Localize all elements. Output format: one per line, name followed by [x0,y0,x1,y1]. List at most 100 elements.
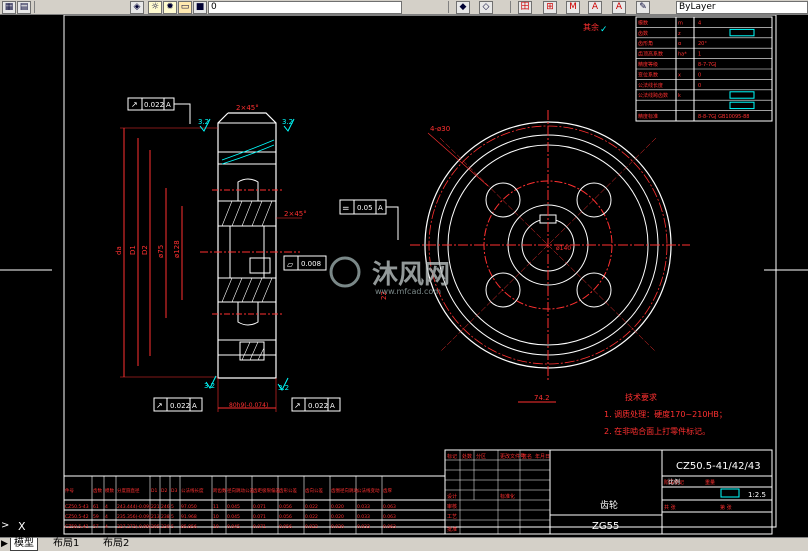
text-style-icon[interactable]: ⊞ [543,1,557,14]
table-header: 公法线变动 [357,487,380,494]
table-header: 模数 [105,487,114,494]
table-cell: 227.272(-0.09) [117,524,151,530]
table-cell: 0.020 [331,514,344,520]
left-section-view: da D1 D2 ø75 ø128 2×45° 2×45° 3.2 3.2 3.… [115,104,307,412]
table-cell: 246 [161,504,170,510]
table-cell: 0.033 [357,514,370,520]
table-header: 齿向公差 [305,487,323,494]
param-name: 齿数 [638,30,648,37]
table-cell: 0.022 [305,514,318,520]
spellcheck-icon[interactable]: A [612,1,626,14]
tech-req-line1: 1. 调质处理：硬度170~210HB； [604,409,727,419]
title-cell: 更改文件号 [500,453,525,460]
command-prompt[interactable]: > [1,520,9,531]
table-cell: 0.056 [279,504,292,510]
param-symbol: m [678,20,683,26]
drawing-border [63,15,777,528]
layer-previous-icon[interactable]: ◆ [456,1,470,14]
find-text-icon[interactable]: ✎ [636,1,650,14]
layer-props-icon[interactable]: ◈ [130,1,144,14]
part-name: 齿轮 [600,499,618,511]
svg-text:▱: ▱ [287,260,294,269]
param-name: 公法线长度 [638,82,663,89]
table-cell: 5 [171,524,174,530]
chamfer-bore-label: 2×45° [284,210,307,218]
param-symbol: x [678,72,681,78]
title-cell: 阶段标记 [664,479,684,486]
table-cell: 0.020 [331,524,344,530]
keyway-dim: 74.2 [534,394,550,402]
color-swatch-icon[interactable]: ■ [193,1,207,14]
tolerance-top: ↗ 0.022 A [127,97,191,124]
title-cell: 签名 [522,453,532,460]
dim-d75: ø75 [157,245,165,258]
toolbar-separator [34,1,35,13]
gear-front-view: 4-ø30 74.2 22 ø140 [380,110,690,403]
table-cell: 4 [105,524,108,530]
table-cell: 97.050 [181,504,197,510]
param-name: 齿形角 [638,40,653,47]
dim-d2: D2 [141,245,149,255]
lightbulb-icon[interactable]: ☼ [148,1,162,14]
table-header: 齿距极限偏差 [253,487,280,494]
table-header: D3 [171,488,177,494]
watermark-en: www.mfcad.com [375,287,441,296]
table-header: 径向跳动公差 [227,487,254,494]
insert-block-icon[interactable]: ◇ [479,1,493,14]
title-cell: 第 张 [720,504,732,511]
param-name: 精度等级 [638,61,658,68]
title-cell: 重量 [705,479,715,486]
param-name: 公法线跨齿数 [638,92,668,99]
layer-manager-icon[interactable]: ▦ [2,1,16,14]
tab-model[interactable]: 模型 [10,538,38,551]
table-cell: 57 [93,524,99,530]
linetype-dropdown[interactable]: ByLayer [676,1,808,14]
tab-layout2[interactable]: 布局2 [103,538,130,549]
layer-state-icon[interactable]: ▤ [17,1,31,14]
ucs-icon: X [18,520,26,533]
table-cell: 0.063 [383,514,396,520]
table-cell: 0.033 [357,504,370,510]
watermark-cn: 沐风网 [372,260,450,290]
table-cell: 230 [161,524,170,530]
toolbar-separator [448,1,449,13]
tol-br-datum: A [330,402,335,410]
table-cell: 10 [213,514,219,520]
text-a-icon[interactable]: A [588,1,602,14]
param-value-box [729,91,755,99]
table-cell: 0.045 [227,504,240,510]
sun-icon[interactable]: ✹ [163,1,177,14]
title-cell: 标准化 [500,493,515,500]
part-number: CZ50.5-41/42/43 [676,461,761,472]
param-name: 齿顶高系数 [638,51,663,58]
layout-tabs: ▶ 模型 布局1 布局2 [0,537,808,551]
layer-dropdown[interactable]: 0 [208,1,402,14]
multiline-text-icon[interactable]: 田 [518,1,532,14]
table-cell: 0.022 [305,504,318,510]
lock-icon[interactable]: ▭ [178,1,192,14]
title-cell: 分区 [476,453,486,460]
tab-nav-arrows[interactable]: ▶ [1,539,8,549]
tolerance-mid: ▱ 0.008 [283,255,327,271]
tol-top-value: 0.022 [144,101,164,109]
text-edit-icon[interactable]: M [566,1,580,14]
param-value: 0 [698,83,701,89]
tol-top-datum: A [166,101,171,109]
roughness-b: 3.2 [282,118,293,126]
table-header: 齿厚 [383,488,392,494]
tab-layout1[interactable]: 布局1 [53,538,80,549]
dim-da: da [115,246,123,255]
param-symbol: α [678,41,682,47]
table-cell: 213 [151,514,160,520]
tolerance-parallel: = 0.05 A [339,199,399,240]
table-cell: 0.020 [331,504,344,510]
tol-br-value: 0.022 [308,402,328,410]
param-symbol: ha* [678,52,687,58]
table-cell: 0.071 [253,524,266,530]
tol-mid-value: 0.008 [301,260,321,268]
table-cell: 5 [171,504,174,510]
table-header: 齿数 [93,487,102,494]
